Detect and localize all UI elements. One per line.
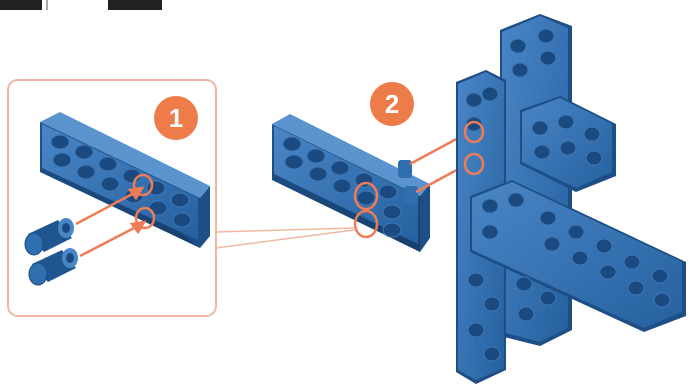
step2-protruding-pins (398, 160, 418, 204)
step2-number: 2 (385, 89, 399, 119)
step2-plate-holes (282, 136, 402, 238)
cross-holes (465, 28, 671, 362)
step1-plate-holes (50, 134, 192, 228)
step1-badge: 1 (154, 96, 198, 140)
pin-upper (24, 218, 74, 256)
step1-number: 1 (169, 103, 183, 133)
cross-assembly (456, 14, 686, 384)
step2-marked-holes (353, 181, 379, 239)
step1-marked-holes (132, 173, 156, 230)
cropped-header-tabs (0, 0, 162, 10)
step1-inset-frame (7, 79, 217, 317)
callout-lines (215, 227, 355, 249)
step2-badge: 2 (370, 82, 414, 126)
step2-plate (272, 114, 430, 252)
step1-arrows (75, 186, 147, 258)
step2-target-holes (463, 120, 485, 176)
pin-lower (28, 248, 78, 286)
step1-pins (24, 218, 78, 286)
step1-plate (40, 112, 210, 248)
